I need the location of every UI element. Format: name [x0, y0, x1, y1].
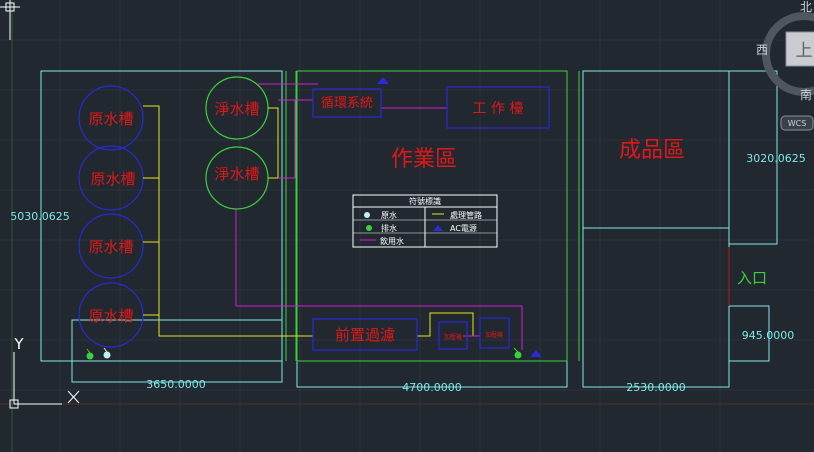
ac-power-icon — [433, 225, 443, 231]
dimension-right-height: 3020.0625 — [746, 152, 806, 165]
raw-water-icon — [103, 347, 111, 359]
dimension-left-height: 5030.0625 — [10, 210, 70, 223]
pump-label-1: 加壓機 — [444, 333, 462, 341]
product-area-label: 成品區 — [619, 138, 685, 163]
clean-water-tanks: 淨水槽 淨水槽 — [205, 76, 269, 210]
workbench-label: 工 作 檯 — [473, 101, 524, 117]
drinking-water-piping — [235, 83, 523, 350]
viewcube-west[interactable]: 西 — [756, 43, 768, 57]
left-dimension-box — [71, 319, 283, 383]
equipment-boxes: 循環系統 工 作 檯 前置過濾 加壓機 加壓機 — [312, 86, 550, 351]
ac-power-icon — [530, 350, 542, 357]
circulation-system-label: 循環系統 — [321, 96, 373, 111]
workbench-box[interactable] — [446, 86, 550, 129]
raw-tank-3[interactable] — [78, 213, 144, 279]
dimension-door: 945.0000 — [742, 329, 795, 342]
legend-treatment-pipe: 處理管路 — [450, 210, 482, 220]
drain-icon — [366, 225, 372, 231]
door-box — [728, 305, 770, 362]
dimension-left-width: 3650.0000 — [146, 378, 206, 391]
raw-water-icon — [364, 212, 370, 218]
viewcube[interactable]: 上 北 西 南 WCS — [756, 0, 814, 131]
circulation-system-box[interactable] — [312, 88, 382, 118]
dimension-labels: 5030.0625 3650.0000 4700.0000 2530.0000 … — [10, 152, 806, 394]
legend-title: 符號標識 — [409, 196, 441, 206]
product-room-lower — [582, 227, 730, 388]
raw-tank-label-2: 原水槽 — [90, 170, 135, 188]
pump-box-2[interactable] — [479, 317, 510, 349]
work-area-label: 作業區 — [391, 147, 457, 172]
raw-tank-label-1: 原水槽 — [88, 110, 133, 128]
viewcube-compass-ring[interactable] — [762, 12, 814, 96]
prefilter-label: 前置過濾 — [335, 326, 395, 344]
ucs-y-label: Y — [13, 335, 24, 353]
drain-icon — [86, 348, 94, 360]
entrance-label: 入口 — [737, 269, 767, 287]
raw-water-tanks: 原水槽 原水槽 原水槽 原水槽 — [78, 85, 144, 348]
dimension-right-width: 2530.0000 — [626, 381, 686, 394]
cursor-crosshair — [0, 0, 20, 40]
clean-tank-label-2: 淨水槽 — [214, 165, 259, 183]
dimension-mid-width: 4700.0000 — [402, 381, 462, 394]
wcs-button[interactable] — [780, 115, 814, 131]
wcs-label: WCS — [788, 119, 807, 128]
symbols — [86, 77, 542, 360]
legend-table[interactable]: 符號標識 原水 處理管路 排水 AC電源 飲用水 — [352, 194, 498, 248]
raw-tank-label-4: 原水槽 — [88, 307, 133, 325]
raw-tank-1[interactable] — [78, 85, 144, 151]
clean-tank-label-1: 淨水槽 — [214, 100, 259, 118]
right-side-box — [728, 70, 778, 245]
legend-drain: 排水 — [381, 223, 397, 233]
raw-tank-label-3: 原水槽 — [88, 238, 133, 256]
pump-label-2: 加壓機 — [485, 331, 503, 339]
prefilter-box[interactable] — [312, 318, 418, 351]
legend-raw-water: 原水 — [381, 210, 397, 220]
pump-box-1[interactable] — [438, 321, 468, 350]
legend-ac-power: AC電源 — [450, 224, 477, 233]
legend-drinking-water: 飲用水 — [380, 236, 404, 246]
viewcube-top-face[interactable] — [785, 31, 814, 67]
green-outlines — [285, 70, 580, 362]
viewcube-top-label: 上 — [796, 41, 813, 61]
left-room-outline — [40, 70, 283, 362]
ucs-icon — [9, 352, 80, 409]
viewcube-north[interactable]: 北 — [800, 0, 812, 14]
drain-icon — [513, 347, 522, 359]
ac-power-icon — [377, 77, 389, 84]
viewcube-south[interactable]: 南 — [800, 87, 812, 102]
